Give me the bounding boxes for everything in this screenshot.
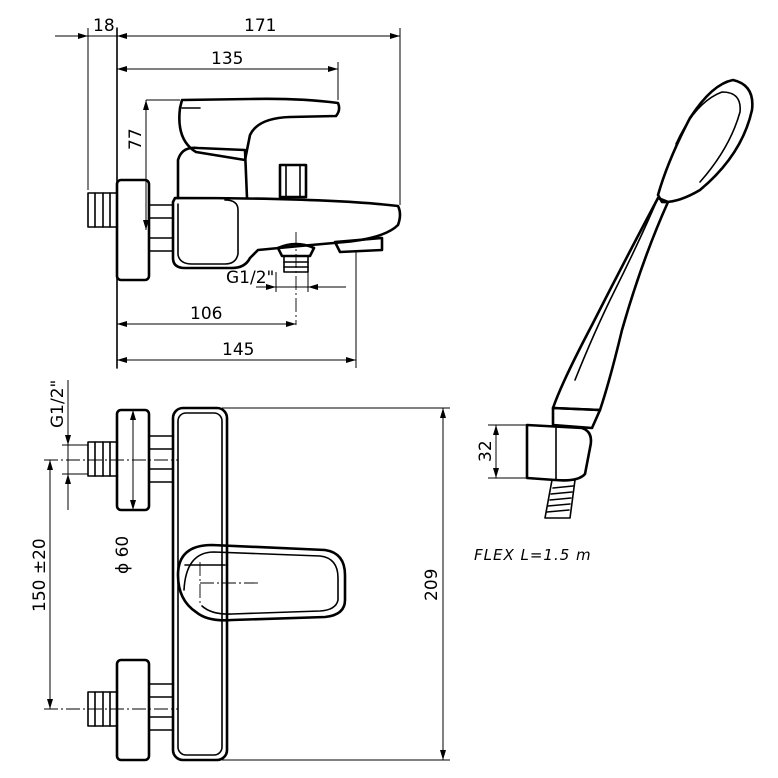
shower-head (656, 78, 754, 204)
arrow (65, 435, 71, 445)
lever-handle-front (176, 543, 347, 622)
dim-body-height: 209 (422, 569, 442, 601)
arrow (346, 357, 356, 363)
cartridge-housing (176, 146, 249, 200)
dim-outlet-distance: 106 (190, 304, 222, 324)
arrow (78, 33, 88, 39)
rosette-lower (115, 658, 151, 762)
hand-shower (525, 78, 754, 519)
dim-body-length: 145 (222, 340, 254, 360)
arrow (266, 284, 276, 290)
dim-spout-length: 135 (211, 49, 243, 69)
dim-inlet-thread: G1/2" (48, 380, 68, 428)
hex-nut-lower (148, 683, 174, 731)
hex-nut-side (148, 204, 174, 252)
dim-rosette-diameter: ϕ 60 (113, 536, 133, 574)
hose-note: FLEX L=1.5 m (474, 546, 592, 564)
mixer-body-front (171, 406, 229, 762)
arrow (117, 33, 127, 39)
side-view (87, 27, 402, 369)
spout-outlet (333, 236, 384, 254)
shower-handle (551, 196, 670, 412)
hose-rib (546, 509, 570, 513)
hose-rib (550, 491, 573, 495)
arrow (130, 410, 136, 420)
arrow (440, 750, 446, 760)
hand-shower-dimensions: 32 FLEX L=1.5 m (474, 424, 592, 564)
arrow (143, 100, 149, 110)
hose-rib (547, 503, 571, 507)
arrow (130, 500, 136, 510)
side-view-dimensions: 18 171 135 77 G1/2" 106 145 (55, 16, 401, 368)
front-view-dimensions: G1/2" 150 ±20 ϕ 60 209 (30, 380, 450, 761)
arrow (117, 357, 127, 363)
arrow (308, 284, 318, 290)
dim-handle-height: 32 (476, 440, 496, 462)
arrow (493, 468, 499, 478)
dim-height: 77 (126, 128, 146, 150)
arrow (143, 220, 149, 230)
arrow (47, 460, 53, 470)
arrow (117, 321, 127, 327)
front-view (87, 406, 347, 762)
arrow (493, 425, 499, 435)
handle-sleeve (551, 406, 602, 430)
arrow (328, 66, 338, 72)
arrow (390, 33, 400, 39)
rosette-side (115, 178, 151, 282)
arrow (117, 66, 127, 72)
dim-overall-length: 171 (244, 16, 276, 36)
hose-rib (552, 485, 574, 489)
arrow (47, 699, 53, 709)
lever-inner-edge (183, 551, 339, 615)
body-inner-contour (177, 199, 239, 265)
mixer-body-side (171, 196, 402, 270)
handle-inner-edge (574, 197, 659, 381)
dim-inlet-spacing: 150 ±20 (30, 538, 50, 612)
dim-wall-offset: 18 (93, 16, 115, 36)
hex-nut-upper (148, 435, 174, 483)
arrow (440, 408, 446, 418)
shower-outlet-top (276, 242, 316, 258)
hose-nut (525, 423, 593, 482)
shower-head-face (675, 91, 741, 183)
lever-handle-side (178, 97, 341, 162)
arrow (286, 321, 296, 327)
dim-outlet-thread: G1/2" (226, 268, 274, 288)
diverter-knob (278, 163, 308, 199)
hose (544, 479, 576, 519)
hose-rib (549, 497, 572, 501)
arrow (65, 474, 71, 484)
